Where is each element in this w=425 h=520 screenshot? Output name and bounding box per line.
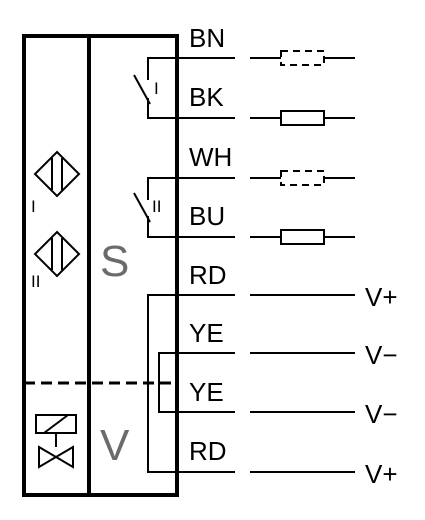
solenoid-valve-icon: [35, 414, 77, 469]
load-bk-resistor: [250, 110, 355, 126]
supply-internal-wiring: [147, 294, 235, 473]
sensor-two-label: II: [31, 272, 40, 291]
terminal-label-vminus-upper: V−: [365, 340, 398, 370]
switch-one-label: I: [154, 79, 159, 98]
wire-label-bk: BK: [189, 82, 224, 112]
proximity-sensor-two-icon: [33, 230, 81, 278]
wire-label-ye-upper: YE: [189, 318, 224, 348]
terminal-label-vminus-lower: V−: [365, 399, 398, 429]
device-housing: [22, 34, 179, 497]
wire-label-wh: WH: [189, 142, 232, 172]
load-bn-optional: [250, 50, 355, 66]
wire-label-bu: BU: [189, 201, 225, 231]
proximity-sensor-one-icon: [33, 150, 81, 198]
switch-one-contact: [133, 57, 235, 119]
terminal-label-vplus-lower: V+: [365, 459, 398, 489]
load-wh-optional: [250, 170, 355, 186]
wire-label-rd-upper: RD: [189, 260, 227, 290]
switch-two-contact: [133, 177, 235, 238]
wire-label-bn: BN: [189, 23, 225, 53]
sensor-section-label: S: [100, 237, 129, 286]
wire-label-rd-lower: RD: [189, 436, 227, 466]
valve-section-label: V: [100, 421, 130, 470]
wire-label-ye-lower: YE: [189, 377, 224, 407]
load-bu-resistor: [250, 229, 355, 245]
terminal-label-vplus-upper: V+: [365, 282, 398, 312]
sensor-one-label: I: [31, 197, 36, 216]
switch-two-label: II: [152, 197, 161, 216]
